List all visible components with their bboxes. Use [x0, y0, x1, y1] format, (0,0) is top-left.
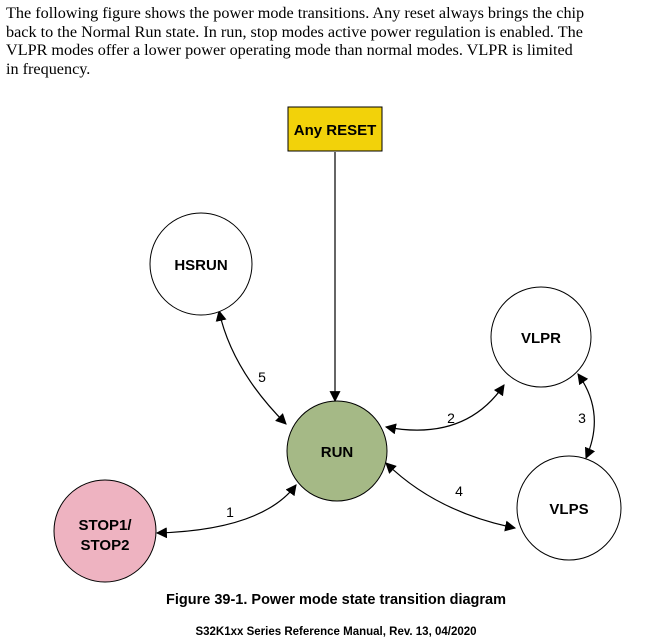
any-reset-box: Any RESET [287, 106, 383, 152]
state-hsrun: HSRUN [149, 212, 253, 316]
state-stop-label-line2: STOP2 [81, 537, 130, 554]
transition-2-label: 2 [447, 410, 455, 426]
any-reset-label: Any RESET [294, 122, 377, 139]
transition-5-label: 5 [258, 369, 266, 385]
page-footer: S32K1xx Series Reference Manual, Rev. 13… [195, 626, 477, 638]
transition-4-label: 4 [455, 483, 463, 499]
state-run-label: RUN [321, 444, 354, 461]
transition-3-arrow [577, 373, 596, 460]
transition-5-arrow [215, 309, 287, 425]
intro-line: VLPR modes offer a lower power operating… [6, 41, 573, 59]
intro-line: The following figure shows the power mod… [6, 4, 585, 22]
intro-paragraph: The following figure shows the power mod… [6, 4, 668, 78]
state-stop-label-line1: STOP1/ [78, 517, 132, 534]
state-vlpr: VLPR [490, 286, 592, 388]
intro-line: back to the Normal Run state. In run, st… [6, 22, 583, 41]
transition-4-arrow [385, 462, 517, 532]
transition-3-label: 3 [578, 410, 586, 426]
transition-1-arrow [155, 484, 297, 539]
state-vlps: VLPS [516, 455, 622, 561]
figure-caption: Figure 39-1. Power mode state transition… [165, 592, 507, 608]
state-vlpr-label: VLPR [521, 330, 561, 347]
transition-2-arrow [384, 384, 505, 435]
transition-1-label: 1 [226, 504, 234, 520]
state-hsrun-label: HSRUN [174, 257, 227, 274]
state-vlps-label: VLPS [549, 501, 588, 518]
state-run: RUN [286, 400, 388, 502]
intro-line: in frequency. [6, 59, 91, 78]
state-stop: STOP1/ STOP2 [53, 479, 157, 583]
